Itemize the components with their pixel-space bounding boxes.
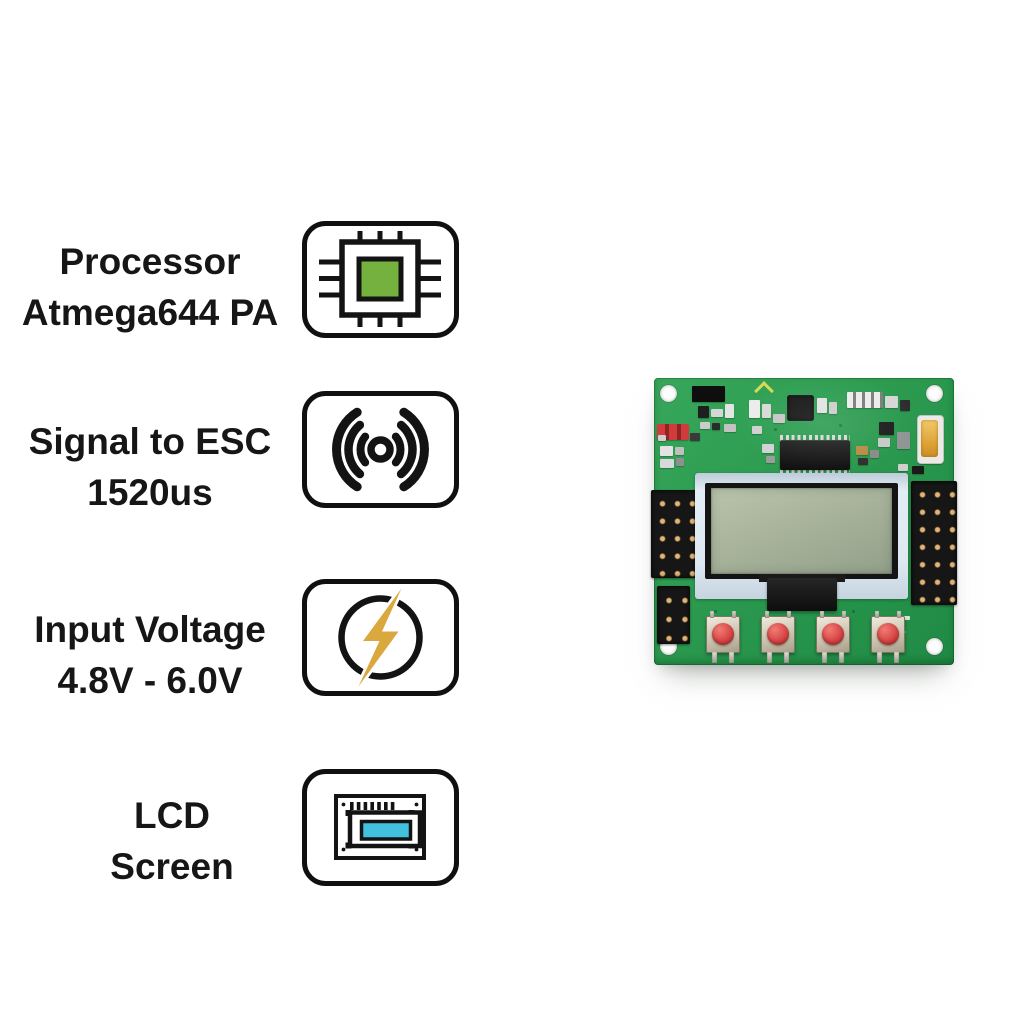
lcd-screen-icon xyxy=(302,769,459,886)
red-component xyxy=(657,424,689,440)
smd-component xyxy=(692,386,725,402)
mounting-hole xyxy=(660,385,677,402)
feature-lcd-line2: Screen xyxy=(110,846,234,887)
silkscreen-mark xyxy=(882,616,910,620)
feature-signal-label: Signal to ESC 1520us xyxy=(0,416,300,518)
feature-processor-label: Processor Atmega644 PA xyxy=(0,236,300,338)
lcd-bezel xyxy=(705,483,898,579)
feature-processor-line2: Atmega644 PA xyxy=(21,292,279,333)
button-cap xyxy=(877,623,899,645)
feature-signal-line2: 1520us xyxy=(87,472,213,513)
capacitor-row xyxy=(847,392,883,408)
signal-waves-icon xyxy=(302,391,459,508)
push-button-1 xyxy=(706,611,740,663)
flight-controller-board-photo xyxy=(651,378,957,665)
button-cap xyxy=(822,623,844,645)
feature-lcd-label: LCD Screen xyxy=(22,790,322,892)
piezo-component xyxy=(917,415,944,464)
lcd-screen xyxy=(711,488,892,574)
processor-chip-icon xyxy=(302,221,459,338)
silkscreen-arrow xyxy=(754,381,774,401)
feature-signal-line1: Signal to ESC xyxy=(28,421,272,462)
mounting-hole xyxy=(926,638,943,655)
feature-voltage-label: Input Voltage 4.8V - 6.0V xyxy=(0,604,300,706)
soic-chip xyxy=(780,440,850,470)
push-button-3 xyxy=(816,611,850,663)
button-cap xyxy=(712,623,734,645)
mounting-hole xyxy=(926,385,943,402)
pin-header-left-bottom xyxy=(657,586,690,644)
ic-chip xyxy=(787,395,814,421)
lightning-bolt-icon xyxy=(302,579,459,696)
push-button-2 xyxy=(761,611,795,663)
button-cap xyxy=(767,623,789,645)
feature-voltage-line2: 4.8V - 6.0V xyxy=(57,660,243,701)
lcd-module xyxy=(695,473,908,599)
lcd-glass xyxy=(359,819,413,841)
mounting-hole xyxy=(660,638,677,655)
feature-processor-line1: Processor xyxy=(59,241,241,282)
push-button-4 xyxy=(871,611,905,663)
feature-voltage-line1: Input Voltage xyxy=(34,609,266,650)
pin-header-right xyxy=(911,481,957,605)
feature-lcd-line1: LCD xyxy=(133,795,211,836)
pin-header-left-top xyxy=(651,490,697,578)
bolt-shape xyxy=(355,585,405,690)
lcd-connector xyxy=(767,578,837,611)
chip-core xyxy=(356,256,404,302)
